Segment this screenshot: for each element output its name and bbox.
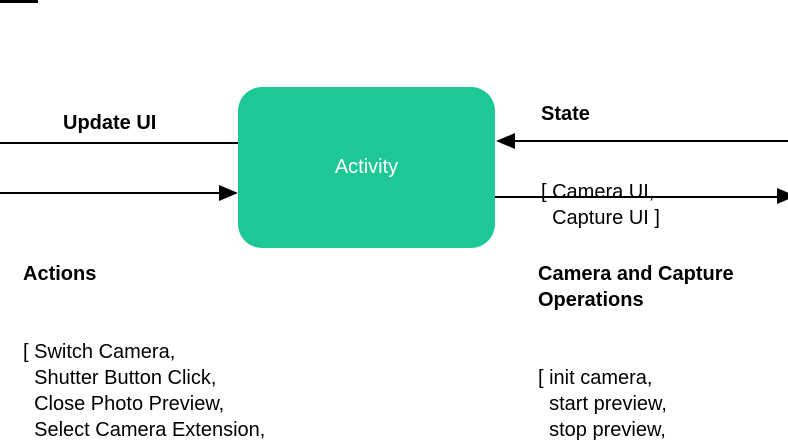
label-line: stop preview, bbox=[538, 419, 666, 441]
label-line: [ Switch Camera, bbox=[23, 341, 176, 363]
actions-title: Actions bbox=[23, 261, 265, 287]
state-block: State [ Camera UI, Capture UI ] bbox=[541, 49, 660, 283]
label-line: Operations bbox=[538, 289, 644, 311]
state-title: State bbox=[541, 101, 660, 127]
label-line: State bbox=[541, 103, 590, 125]
label-line: Select Camera Extension, bbox=[23, 419, 266, 441]
actions-edge bbox=[0, 192, 224, 194]
activity-node: Activity bbox=[238, 87, 495, 248]
operations-items: [ init camera, start preview, stop previ… bbox=[538, 365, 734, 444]
state-edge bbox=[510, 140, 788, 142]
arrowhead-right-icon bbox=[219, 185, 238, 201]
state-items: [ Camera UI, Capture UI ] bbox=[541, 179, 660, 231]
label-line: Camera and Capture bbox=[538, 263, 734, 285]
label-line: Shutter Button Click, bbox=[23, 367, 217, 389]
operations-edge bbox=[495, 196, 788, 198]
update-ui-edge bbox=[0, 142, 238, 144]
arrowhead-left-icon bbox=[496, 133, 515, 149]
arrowhead-right-clipped-icon bbox=[777, 188, 788, 204]
label-line: Close Photo Preview, bbox=[23, 393, 225, 415]
cropped-bar-artifact bbox=[0, 0, 38, 3]
actions-items: [ Switch Camera, Shutter Button Click, C… bbox=[23, 339, 265, 444]
label-line: [ init camera, bbox=[538, 367, 653, 389]
update-ui-label: Update UI bbox=[63, 112, 157, 134]
label-line: Capture UI ] bbox=[541, 207, 660, 229]
actions-block: Actions [ Switch Camera, Shutter Button … bbox=[23, 209, 265, 444]
label-line: Actions bbox=[23, 263, 97, 285]
label-line: [ Camera UI, bbox=[541, 181, 655, 203]
label-line: start preview, bbox=[538, 393, 667, 415]
activity-node-label: Activity bbox=[334, 156, 399, 178]
